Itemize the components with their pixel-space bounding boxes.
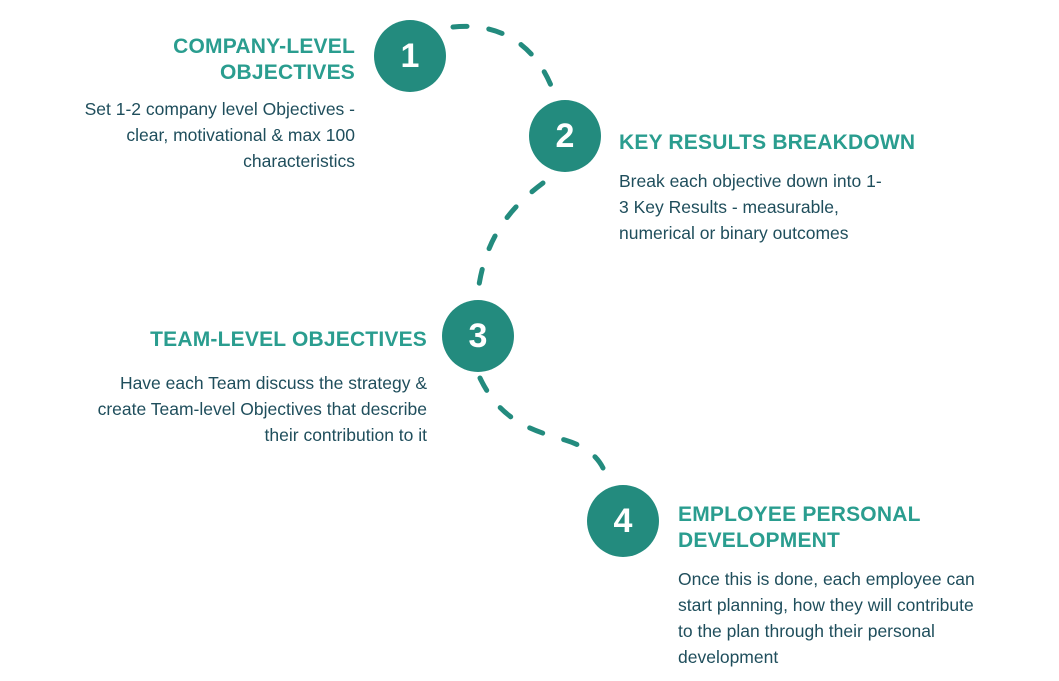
step-2-title: KEY RESULTS BREAKDOWN	[619, 131, 916, 154]
step-3-number: 3	[468, 316, 488, 355]
step-4-description: Once this is done, each employee can sta…	[678, 569, 975, 667]
step-1-title: COMPANY-LEVEL OBJECTIVES	[173, 35, 355, 84]
connector-3-4	[477, 375, 606, 471]
step-1-circle: 1	[374, 20, 446, 92]
step-3-circle: 3	[442, 300, 514, 372]
step-2-number: 2	[555, 116, 575, 155]
step-3-title: TEAM-LEVEL OBJECTIVES	[150, 328, 427, 351]
step-4-circle: 4	[587, 485, 659, 557]
connector-2-3	[474, 180, 546, 303]
step-1-number: 1	[400, 36, 420, 75]
step-1-description: Set 1-2 company level Objectives - clear…	[84, 99, 355, 171]
step-2-description: Break each objective down into 1- 3 Key …	[619, 171, 882, 243]
step-3-description: Have each Team discuss the strategy & cr…	[97, 373, 427, 445]
connector-1-2	[450, 23, 555, 91]
step-4-title: EMPLOYEE PERSONAL DEVELOPMENT	[678, 503, 921, 552]
step-4-number: 4	[613, 501, 633, 540]
step-2-circle: 2	[529, 100, 601, 172]
